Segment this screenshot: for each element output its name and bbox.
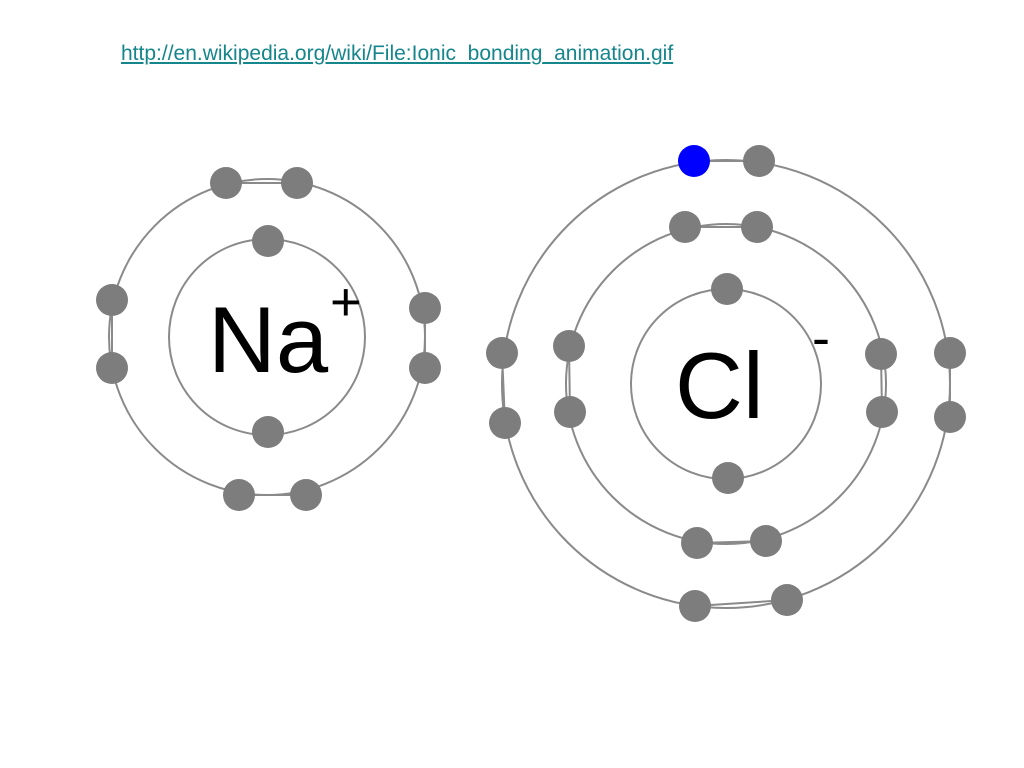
electron (409, 292, 441, 324)
electron (681, 527, 713, 559)
chlorine-middle-shell (565, 223, 887, 545)
electron (712, 462, 744, 494)
sodium-atom: Na + (96, 167, 441, 511)
source-link[interactable]: http://en.wikipedia.org/wiki/File:Ionic_… (121, 42, 674, 65)
electron (96, 352, 128, 384)
electron (865, 338, 897, 370)
chlorine-atom: Cl - (486, 145, 966, 622)
electron (281, 167, 313, 199)
electron (741, 211, 773, 243)
electron (866, 396, 898, 428)
electron (409, 352, 441, 384)
electron (252, 225, 284, 257)
chlorine-charge: - (812, 308, 830, 368)
electron (210, 167, 242, 199)
sodium-charge: + (330, 272, 362, 332)
electron (252, 416, 284, 448)
sodium-symbol: Na (208, 287, 329, 392)
electron (669, 211, 701, 243)
electron (489, 407, 521, 439)
electron (96, 284, 128, 316)
electron (290, 479, 322, 511)
electron (771, 584, 803, 616)
electron (711, 273, 743, 305)
chlorine-symbol: Cl (675, 333, 764, 438)
electron (223, 479, 255, 511)
electron (934, 401, 966, 433)
electron (934, 337, 966, 369)
electron (554, 396, 586, 428)
electron (750, 525, 782, 557)
electron (486, 337, 518, 369)
electron (553, 330, 585, 362)
electron (679, 590, 711, 622)
transferred-electron (678, 145, 710, 177)
electron (743, 145, 775, 177)
